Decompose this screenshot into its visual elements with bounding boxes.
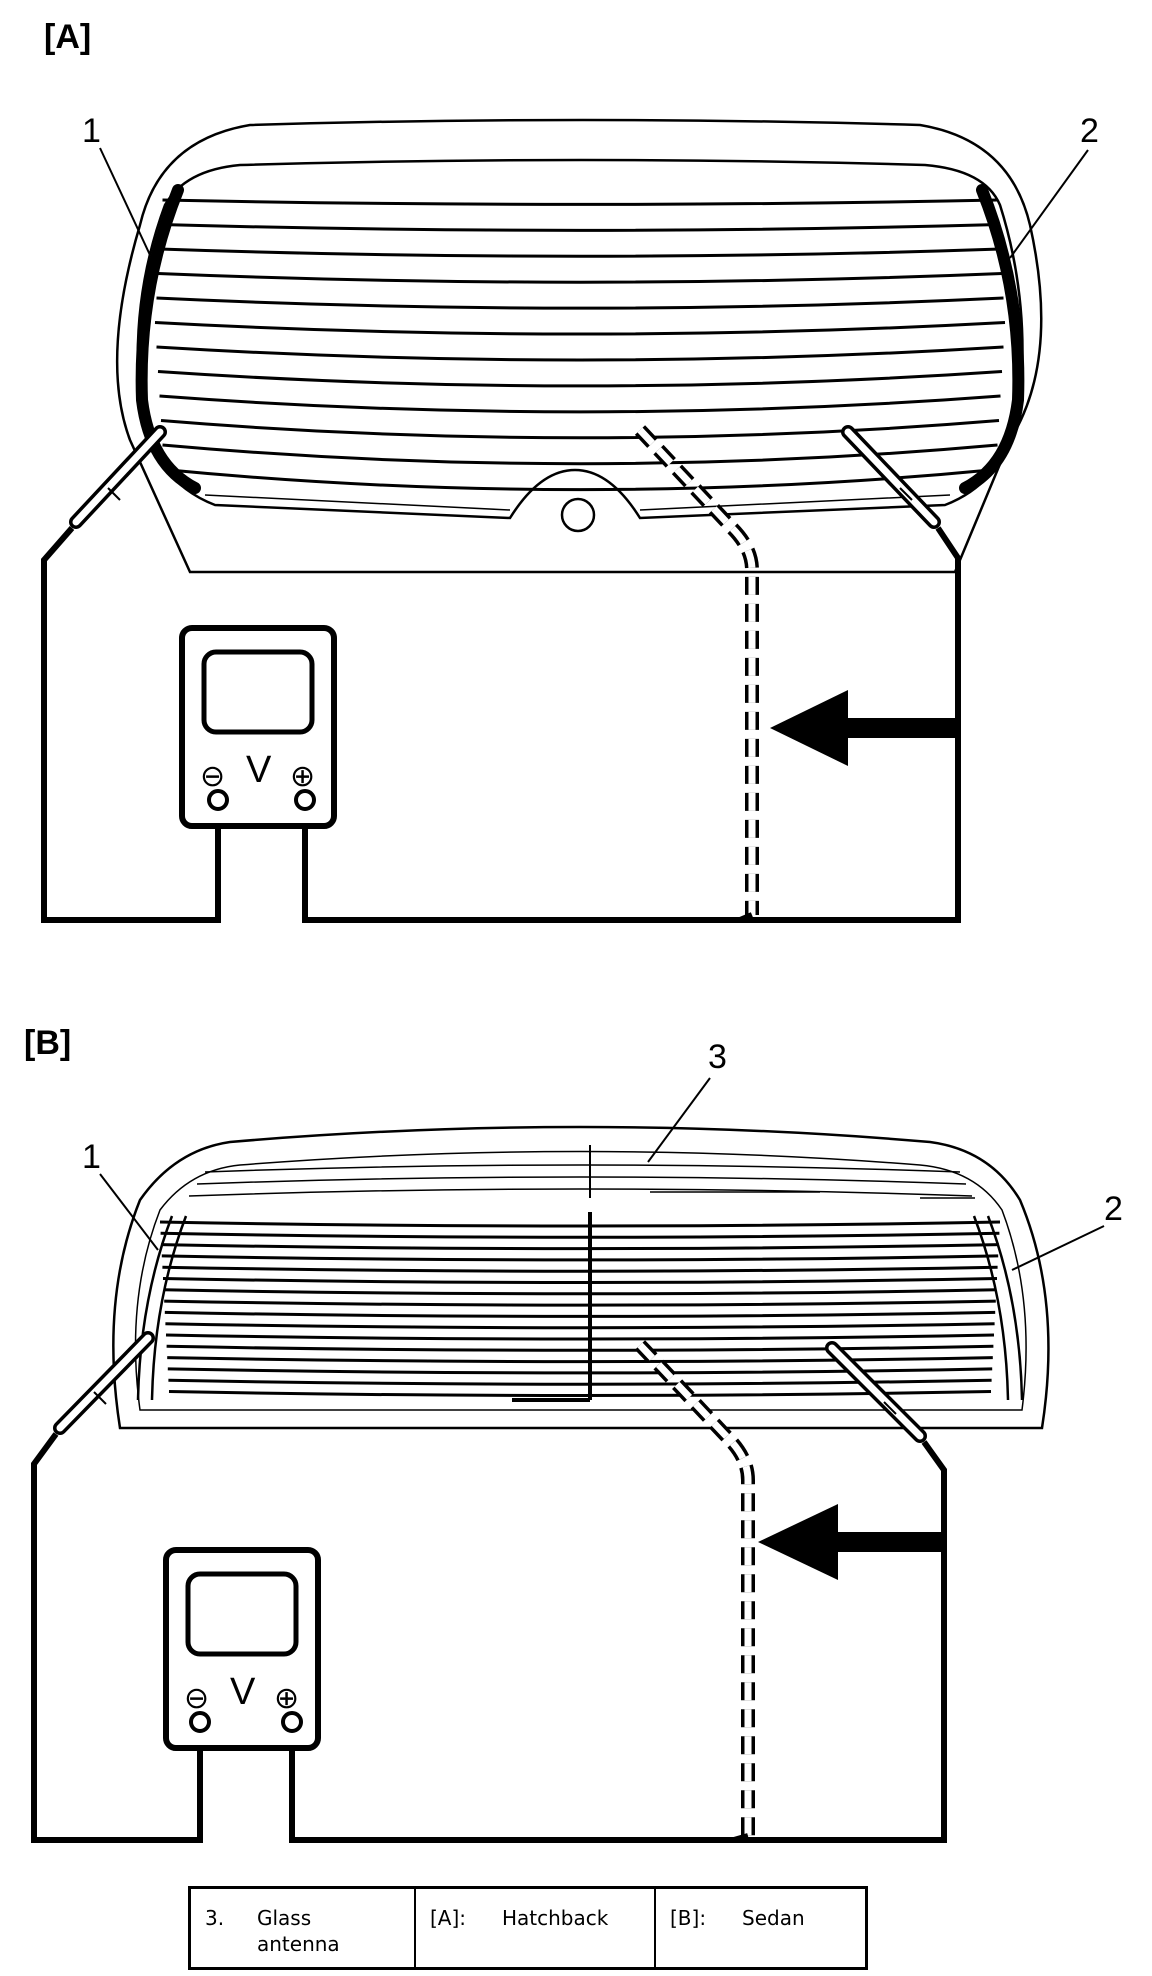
meter-minus-a: ⊖	[200, 760, 225, 793]
hatch-glass-outline	[136, 158, 1024, 520]
sedan-bus-bar-left	[136, 1215, 188, 1401]
callout-2-b: 2	[1104, 1190, 1123, 1228]
sedan-defogger-grid	[159, 1220, 1001, 1397]
heater-line	[167, 1367, 993, 1375]
probe-left-a	[69, 425, 167, 529]
hatch-lock-hole	[560, 497, 596, 533]
panel-a-tag: [A]	[44, 18, 91, 56]
heater-line	[163, 1288, 997, 1296]
heater-line	[165, 1333, 995, 1341]
sedan-bus-bar-right	[972, 1215, 1024, 1401]
lead-positive-a	[302, 526, 961, 923]
heater-line	[160, 419, 1000, 440]
probe-sweep-path-a	[634, 425, 759, 915]
lead-negative-b	[31, 1432, 203, 1843]
heater-line	[166, 1344, 994, 1352]
heater-line	[162, 1277, 998, 1284]
callout-2-a: 2	[1080, 112, 1099, 150]
heater-line	[160, 1231, 1000, 1239]
callout-1-a: 1	[82, 112, 101, 150]
panel-b-sedan: [B] 3 1 2	[24, 1024, 1123, 1843]
panel-b-tag: [B]	[24, 1024, 71, 1062]
heater-line	[156, 345, 1004, 362]
sedan-glass-antenna	[188, 1164, 975, 1199]
legend-key: [B]:	[670, 1906, 707, 1930]
voltmeter-a: ⊖ V ⊕	[179, 625, 337, 829]
hatch-defogger-grid	[154, 198, 1006, 492]
legend-value: Glass antenna	[257, 1906, 340, 1956]
callout-3-b: 3	[708, 1038, 727, 1076]
meter-v-a: V	[246, 749, 272, 791]
lead-positive-b	[289, 1440, 947, 1843]
hatch-bus-bar-right	[959, 184, 1025, 494]
legend-table: 3. Glass antenna [A]: Hatchback [B]: Sed…	[188, 1886, 868, 1970]
heater-line	[164, 1310, 996, 1318]
panel-a-hatchback: [A] 1 2	[41, 18, 1099, 923]
legend-key: [A]:	[430, 1906, 467, 1930]
heater-line	[165, 1322, 995, 1330]
probe-right-b	[825, 1341, 927, 1443]
meter-minus-b: ⊖	[184, 1682, 209, 1715]
heater-line	[154, 321, 1006, 336]
heater-line	[162, 1265, 998, 1273]
voltmeter-b: ⊖ V ⊕	[163, 1547, 321, 1751]
heater-line	[161, 1254, 999, 1262]
heater-line	[160, 223, 1000, 232]
antenna-line	[196, 1176, 967, 1185]
heater-line	[164, 1299, 996, 1307]
legend-cell-hatchback: [A]: Hatchback	[416, 1889, 656, 1967]
meter-plus-b: ⊕	[274, 1682, 299, 1715]
direction-arrow-b	[758, 1504, 944, 1580]
legend-key: 3.	[205, 1906, 225, 1930]
heater-line	[159, 1220, 1001, 1228]
heater-line	[159, 247, 1001, 258]
heater-line	[167, 1356, 993, 1364]
probe-left-b	[53, 1331, 155, 1435]
hatch-outer-frame	[115, 118, 1043, 574]
heater-line	[159, 394, 1001, 414]
meter-v-b: V	[230, 1671, 256, 1713]
heater-line	[162, 198, 998, 206]
sedan-outer-frame	[112, 1125, 1050, 1430]
legend-cell-antenna: 3. Glass antenna	[191, 1889, 416, 1967]
hatch-bus-bar-left	[135, 184, 201, 494]
heater-line	[156, 296, 1004, 310]
lead-negative-a	[41, 526, 221, 923]
meter-plus-a: ⊕	[290, 760, 315, 793]
heater-line	[163, 468, 997, 492]
antenna-line	[188, 1188, 973, 1197]
legend-cell-sedan: [B]: Sedan	[656, 1889, 865, 1967]
probe-right-a	[841, 425, 941, 529]
callout-1-b: 1	[82, 1138, 101, 1176]
heater-line	[157, 272, 1003, 284]
legend-value: Hatchback	[502, 1906, 609, 1930]
heater-line	[157, 370, 1003, 388]
antenna-line	[204, 1164, 961, 1173]
legend-value: Sedan	[742, 1906, 805, 1930]
probe-sweep-path-b	[634, 1340, 755, 1836]
direction-arrow-a	[770, 690, 958, 766]
heater-line	[161, 1243, 999, 1251]
